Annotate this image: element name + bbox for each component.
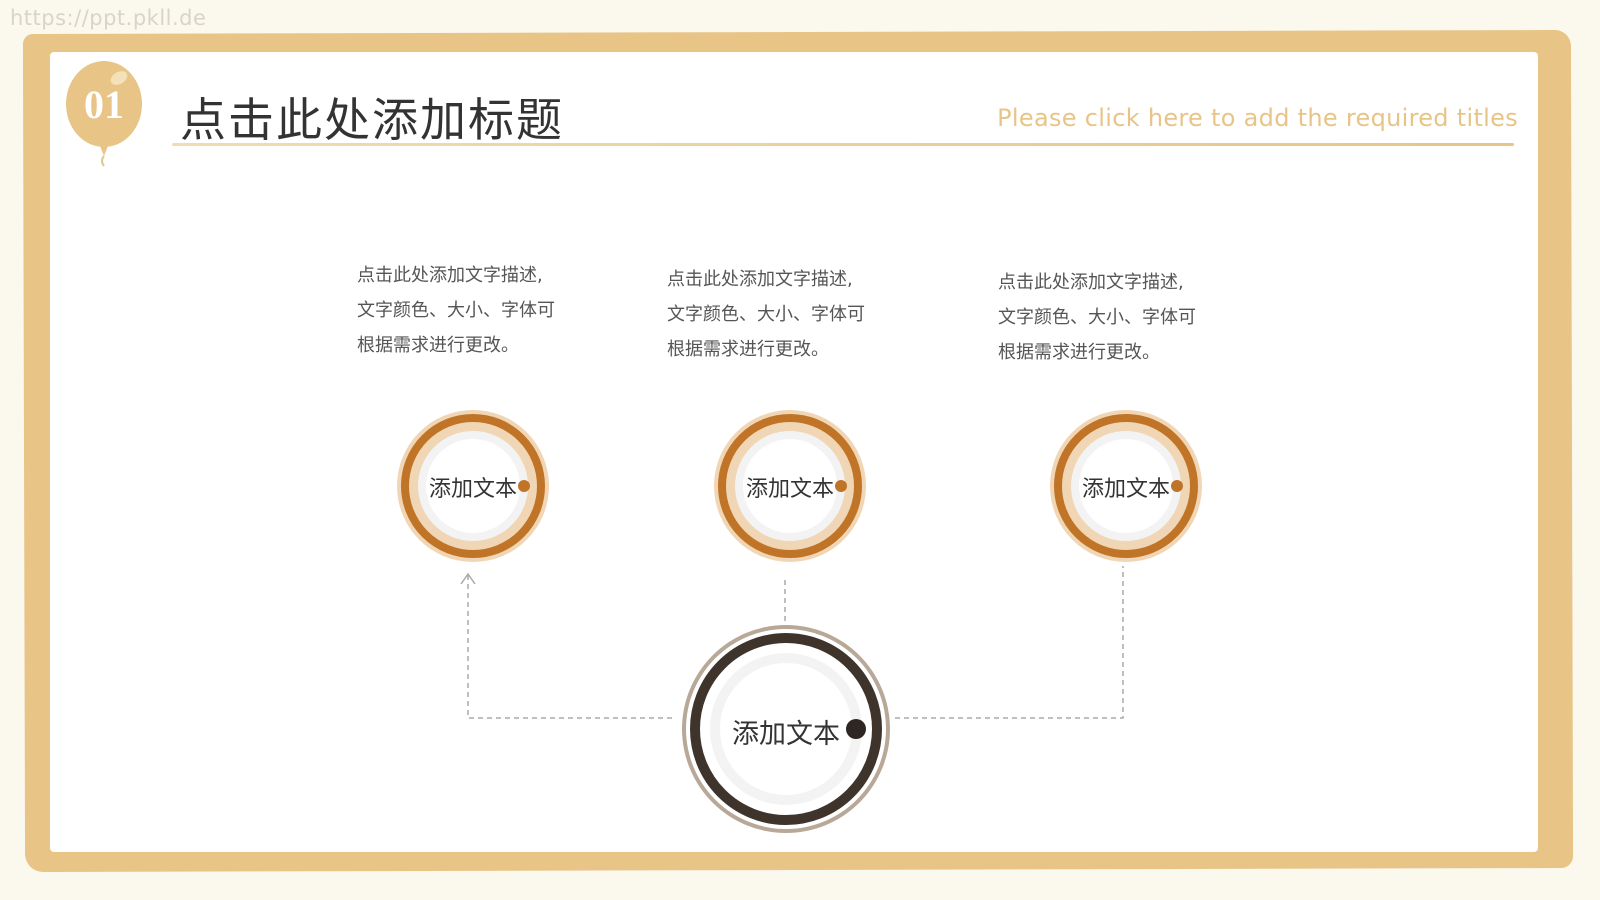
item-2-ring-icon [714,410,866,562]
center-circle[interactable]: 添加文本 [681,624,891,834]
item-1-desc-line-3: 根据需求进行更改。 [357,335,519,356]
title-underline [172,143,1514,146]
connector-left [467,574,672,719]
item-1-desc-line-2: 文字颜色、大小、字体可 [357,300,555,321]
item-2-description[interactable]: 点击此处添加文字描述, 文字颜色、大小、字体可 根据需求进行更改。 [667,262,927,367]
item-3-circle[interactable]: 添加文本 [1048,408,1204,564]
item-3-desc-line-3: 根据需求进行更改。 [998,342,1160,363]
connector-right [895,566,1124,719]
item-2-desc-line-1: 点击此处添加文字描述, [667,269,853,290]
item-2-circle[interactable]: 添加文本 [712,408,868,564]
item-2-desc-line-3: 根据需求进行更改。 [667,339,829,360]
page-title[interactable]: 点击此处添加标题 [180,93,564,147]
center-label: 添加文本 [732,719,840,750]
item-1-desc-line-1: 点击此处添加文字描述, [357,265,543,286]
item-2-label: 添加文本 [745,477,834,502]
item-3-desc-line-1: 点击此处添加文字描述, [998,272,1184,293]
badge-number: 01 [84,82,124,127]
item-2-desc-line-2: 文字颜色、大小、字体可 [667,304,865,325]
item-3-description[interactable]: 点击此处添加文字描述, 文字颜色、大小、字体可 根据需求进行更改。 [998,265,1258,370]
item-3-ring-icon [1050,410,1202,562]
item-1-description[interactable]: 点击此处添加文字描述, 文字颜色、大小、字体可 根据需求进行更改。 [357,258,617,363]
page-subtitle[interactable]: Please click here to add the required ti… [997,104,1518,132]
item-1-circle[interactable]: 添加文本 [395,408,551,564]
item-1-ring-icon [397,410,549,562]
balloon-icon: 01 [66,61,142,167]
arrow-up-icon [460,572,476,585]
item-1-label: 添加文本 [428,477,517,502]
item-3-label: 添加文本 [1081,477,1170,502]
item-3-desc-line-2: 文字颜色、大小、字体可 [998,307,1196,328]
watermark-url: https://ppt.pkll.de [10,6,207,30]
center-ring-icon [682,625,890,833]
